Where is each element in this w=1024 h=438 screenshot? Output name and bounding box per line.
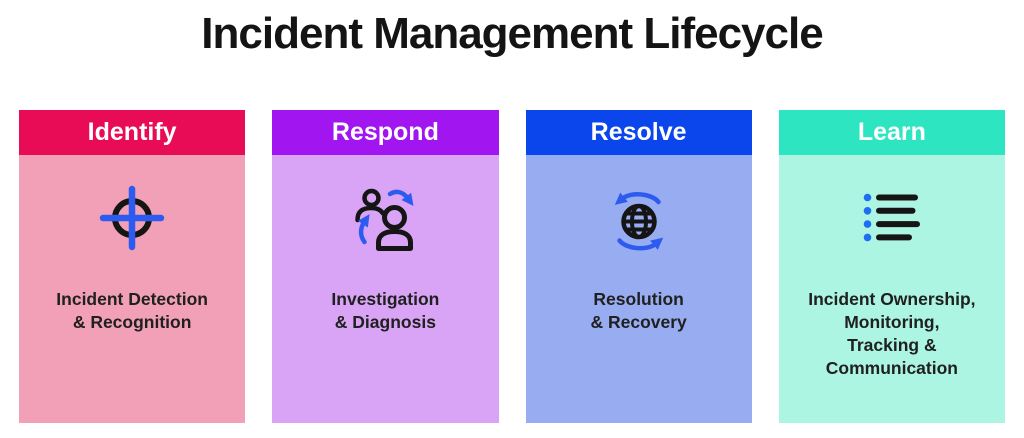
stage-card-learn: Learn Incident Ownership, Monitoring, Tr… bbox=[778, 110, 1005, 423]
stage-description: Incident Ownership, Monitoring, Tracking… bbox=[808, 289, 976, 378]
stage-label: Learn bbox=[857, 118, 926, 146]
people-swap-icon bbox=[272, 155, 498, 281]
target-icon-svg bbox=[99, 185, 165, 251]
stage-body-identify: Incident Detection & Recognition bbox=[19, 155, 246, 423]
stage-header-learn: Learn bbox=[778, 110, 1005, 155]
stage-label: Identify bbox=[87, 118, 177, 146]
stage-card-identify: Identify Incident Detection & Recognitio… bbox=[19, 110, 246, 423]
page-title: Incident Management Lifecycle bbox=[201, 9, 823, 58]
stage-body-respond: Investigation & Diagnosis bbox=[272, 155, 499, 423]
bulleted-list-icon-svg bbox=[863, 193, 920, 242]
stage-header-resolve: Resolve bbox=[525, 110, 752, 155]
globe-sync-icon bbox=[526, 155, 752, 281]
stage-body-resolve: Resolution & Recovery bbox=[525, 155, 752, 423]
stage-description: Resolution & Recovery bbox=[590, 289, 687, 332]
bulleted-list-icon bbox=[779, 155, 1005, 281]
stage-card-resolve: Resolve bbox=[525, 110, 752, 423]
stage-description: Investigation & Diagnosis bbox=[331, 289, 440, 332]
target-icon bbox=[19, 155, 245, 281]
globe-sync-icon-svg bbox=[614, 192, 663, 251]
lifecycle-stages: Identify Incident Detection & Recognitio… bbox=[0, 110, 1024, 423]
stage-label: Respond bbox=[331, 118, 439, 146]
stage-header-respond: Respond bbox=[272, 110, 499, 155]
stage-card-respond: Respond bbox=[272, 110, 499, 423]
stage-description: Incident Detection & Recognition bbox=[56, 289, 208, 332]
stage-body-learn: Incident Ownership, Monitoring, Tracking… bbox=[778, 155, 1005, 423]
stage-label: Resolve bbox=[590, 118, 687, 146]
stage-header-identify: Identify bbox=[19, 110, 246, 155]
people-swap-icon-svg bbox=[355, 188, 414, 251]
